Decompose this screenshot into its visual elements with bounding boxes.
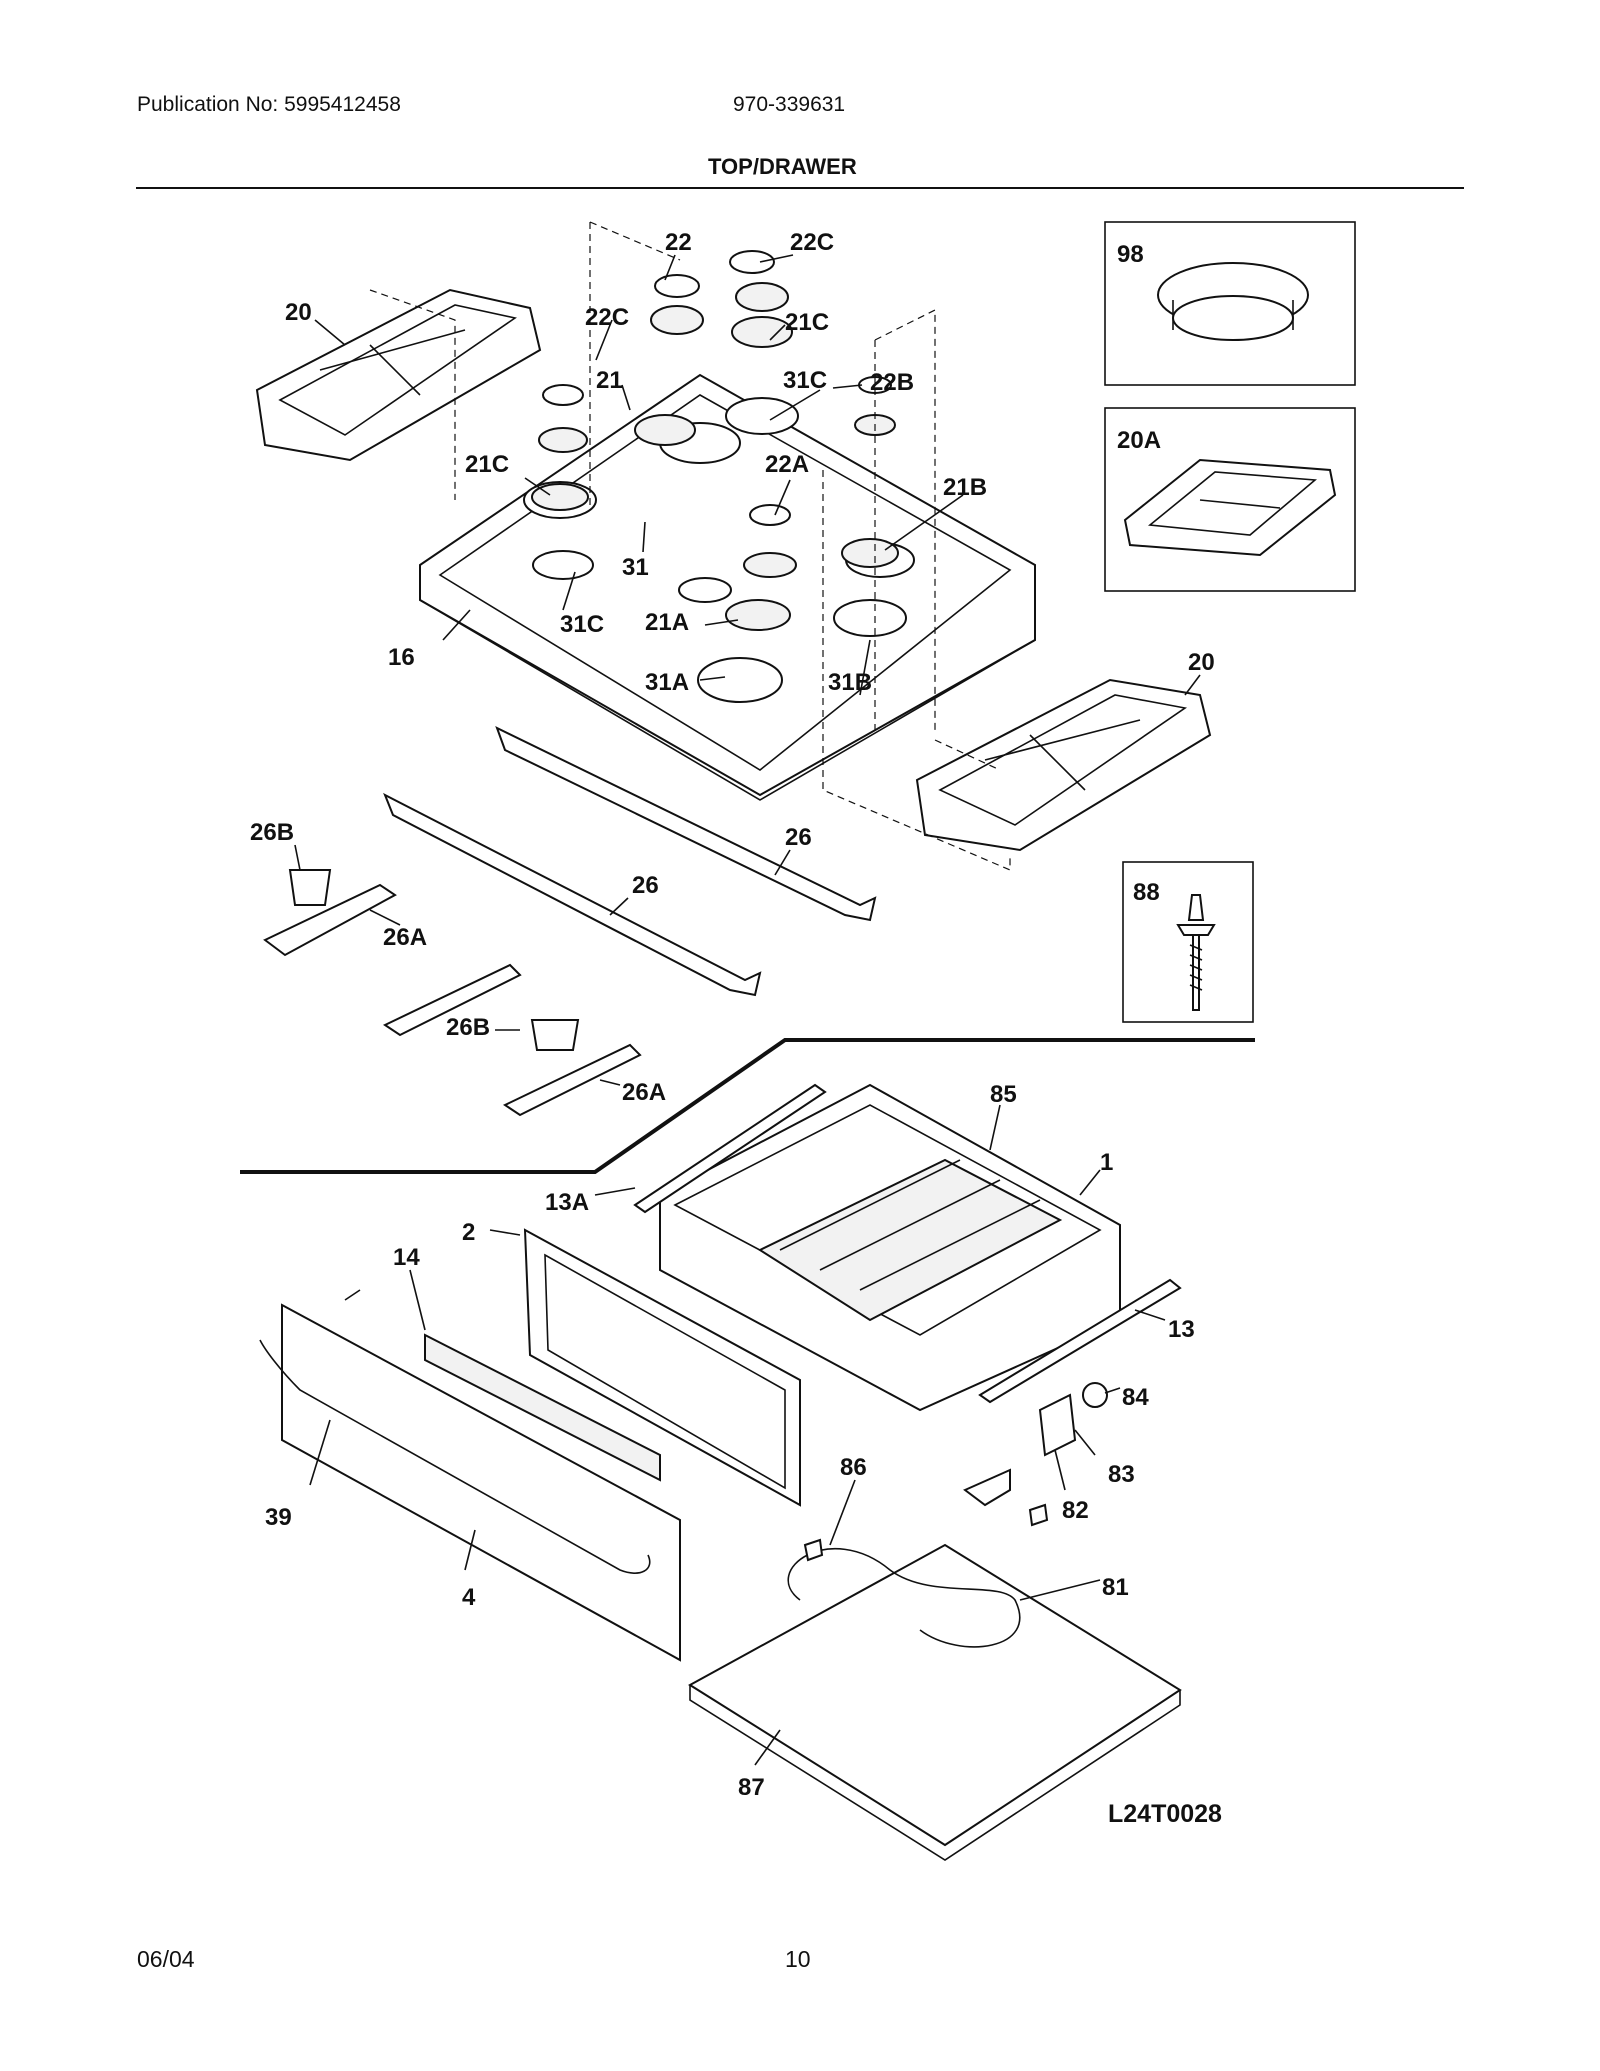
drawer-front [259,1289,681,1662]
alignment-lines [369,221,1011,871]
leader-lines [294,254,1201,1766]
label-22: 22 [665,229,692,256]
drawer-frame [424,1228,801,1507]
section-title: TOP/DRAWER [708,154,857,179]
label-2: 2 [462,1219,475,1246]
label-20a: 20A [1117,427,1161,454]
label-98: 98 [1117,241,1144,268]
label-82: 82 [1062,1497,1089,1524]
label-31a: 31A [645,669,689,696]
grate-right [915,678,1212,852]
inset-98 [1104,221,1356,386]
publication-number: Publication No: 5995412458 [137,93,401,116]
part-labels: 22 22C 20 22C 21C 21 31C 22B 21C 22A 21B… [250,229,1222,1828]
label-84: 84 [1122,1384,1149,1411]
model-number: 970-339631 [733,93,846,116]
drawer-body [659,1083,1121,1412]
label-22c-left: 22C [585,304,629,331]
label-22c-top: 22C [790,229,834,256]
label-31b: 31B [828,669,872,696]
header-rule [136,187,1464,189]
label-16: 16 [388,644,415,671]
label-81: 81 [1102,1574,1129,1601]
label-21b: 21B [943,474,987,501]
label-13a: 13A [545,1189,589,1216]
burners [523,250,915,703]
label-22b: 22B [870,369,914,396]
label-20-right: 20 [1188,649,1215,676]
label-87: 87 [738,1774,765,1801]
label-26b-lower: 26B [446,1014,490,1041]
inset-88 [1122,861,1254,1023]
label-26b-top: 26B [250,819,294,846]
grate-left [255,288,542,462]
diagram-code: L24T0028 [1108,1800,1222,1828]
label-39: 39 [265,1504,292,1531]
label-14: 14 [393,1244,420,1271]
slides [633,1083,1182,1404]
label-1: 1 [1100,1149,1113,1176]
label-85: 85 [990,1081,1017,1108]
brackets-26a-26b [263,869,642,1117]
label-88: 88 [1133,879,1160,906]
label-21: 21 [596,367,623,394]
label-20-left: 20 [285,299,312,326]
brackets-26 [383,726,877,997]
inset-20a [1104,407,1356,592]
footer-date: 06/04 [137,1946,195,1972]
label-26a-lower: 26A [622,1079,666,1106]
label-31c-left: 31C [560,611,604,638]
label-31c-top: 31C [783,367,827,394]
small-parts [803,1382,1108,1562]
label-21c-top: 21C [785,309,829,336]
label-31: 31 [622,554,649,581]
label-86: 86 [840,1454,867,1481]
label-26-upper: 26 [785,824,812,851]
drawer-bottom [688,1468,1182,1861]
label-26a-upper: 26A [383,924,427,951]
label-22a: 22A [765,451,809,478]
separator-line [240,1038,1255,1174]
label-21a: 21A [645,609,689,636]
label-83: 83 [1108,1461,1135,1488]
label-26-lower: 26 [632,872,659,899]
page-number: 10 [785,1946,811,1972]
label-13: 13 [1168,1316,1195,1343]
label-21c-left: 21C [465,451,509,478]
label-4: 4 [462,1584,476,1611]
